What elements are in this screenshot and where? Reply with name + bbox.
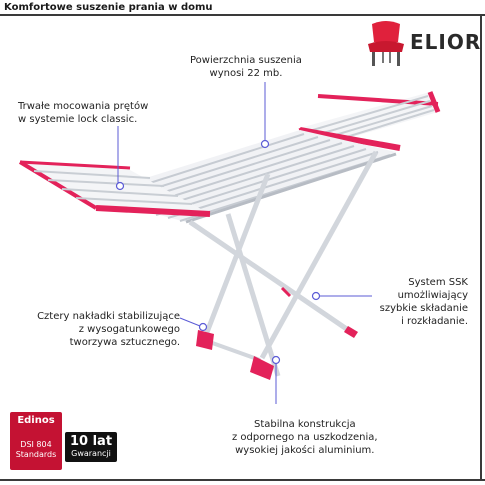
- badge-title: Edinos: [17, 415, 55, 426]
- chair-icon: [368, 21, 404, 66]
- right-border: [480, 14, 482, 480]
- callout-line: Cztery nakładki stabilizujące: [37, 311, 180, 322]
- callout-drying-surface: Powierzchnia suszenia wynosi 22 mb.: [190, 54, 302, 80]
- warranty-years: 10 lat: [69, 434, 113, 449]
- callout-lines: [117, 82, 372, 404]
- brand-name: ELIOR: [410, 30, 482, 54]
- callout-line: Stabilna konstrukcja: [253, 419, 356, 430]
- legs: [188, 150, 379, 377]
- brand-logo: ELIOR: [362, 20, 480, 70]
- callout-line: wysokiej jakości aluminium.: [235, 445, 375, 456]
- callout-construction: Stabilna konstrukcja z odpornego na uszk…: [232, 418, 378, 457]
- callout-bar-mounting: Trwałe mocowania prętów w systemie lock …: [18, 100, 148, 126]
- stabilizing-caps: [196, 286, 358, 380]
- warranty-label: Gwarancji: [71, 449, 111, 458]
- badge-code: DSI 804: [20, 440, 52, 449]
- callout-line: i rozkładanie.: [401, 316, 468, 327]
- callout-line: z odpornego na uszkodzenia,: [232, 432, 378, 443]
- callout-line: umożliwiający: [397, 290, 468, 301]
- top-border: [0, 14, 485, 16]
- badge-subtitle: Standards: [15, 450, 57, 459]
- left-wing: [18, 160, 211, 217]
- callout-line: Trwałe mocowania prętów: [18, 101, 149, 112]
- callout-line: w systemie lock classic.: [18, 114, 138, 125]
- callout-line: System SSK: [408, 277, 468, 288]
- right-wing: [298, 91, 441, 151]
- callout-line: szybkie składanie: [379, 303, 468, 314]
- callout-line: z wysogatunkowego: [78, 324, 180, 335]
- warranty-badge: 10 lat Gwarancji: [65, 432, 117, 462]
- callout-ssk-system: System SSK umożliwiający szybkie składan…: [362, 276, 468, 328]
- edinos-standards-badge: Edinos DSI 804 Standards: [10, 412, 62, 470]
- callout-markers: [115, 139, 321, 365]
- callout-line: Powierzchnia suszenia: [190, 55, 302, 66]
- callout-line: wynosi 22 mb.: [209, 68, 283, 79]
- callout-stabilizing-caps: Cztery nakładki stabilizujące z wysogatu…: [8, 310, 180, 349]
- callout-line: tworzywa sztucznego.: [69, 337, 180, 348]
- bottom-border: [0, 479, 485, 481]
- page-title: Komfortowe suszenie prania w domu: [4, 2, 219, 13]
